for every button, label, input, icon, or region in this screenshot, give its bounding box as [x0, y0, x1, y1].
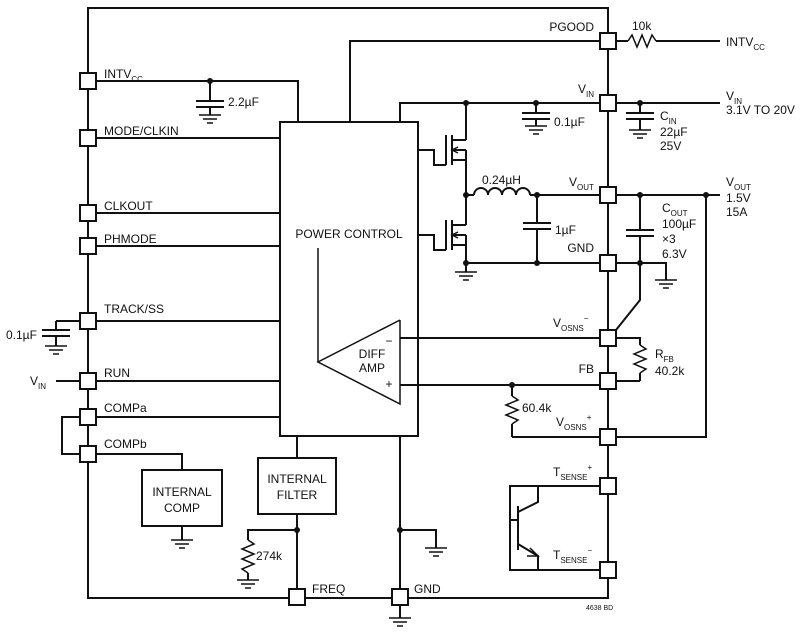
cin-value-1: 22µF	[660, 125, 688, 139]
pin-run-label: RUN	[104, 366, 130, 380]
pin-phmode-label: PHMODE	[104, 232, 157, 246]
pin-vin-label: VIN	[578, 82, 594, 99]
rfb-label: RFB	[655, 347, 674, 364]
cout-value-2: ×3	[662, 232, 676, 246]
run-vin-label: VIN	[30, 374, 46, 391]
diff-amp-minus-sign: −	[385, 334, 392, 348]
pin-tsense-minus: TSENSE−	[553, 546, 617, 579]
internal-comp-label-1: INTERNAL	[152, 485, 212, 499]
cout-value-3: 6.3V	[662, 247, 687, 261]
diff-amp-plus-sign: +	[385, 377, 392, 391]
internal-filter-block	[257, 457, 337, 515]
pin-phmode: PHMODE	[79, 232, 157, 255]
pin-gnd-right: GND	[567, 241, 617, 272]
vout-out-value-2: 15A	[726, 205, 747, 219]
pgood-res-label: 10k	[632, 19, 652, 33]
diff-amp-triangle	[316, 319, 401, 406]
pin-vosns-plus-label: VOSNS+	[556, 413, 592, 432]
pin-vout-label: VOUT	[569, 175, 594, 192]
cout-label: COUT	[662, 201, 688, 218]
pin-vosns-minus-label: VOSNS−	[553, 314, 589, 333]
vin-range-label: 3.1V TO 20V	[726, 103, 795, 117]
pin-clkout-label: CLKOUT	[104, 199, 153, 213]
intvcc-cap-label: 2.2µF	[228, 95, 259, 109]
internal-filter-label-2: FILTER	[277, 488, 318, 502]
power-control-label: POWER CONTROL	[295, 227, 403, 241]
pin-freq-label: FREQ	[312, 582, 345, 596]
internal-filter-label-1: INTERNAL	[267, 472, 327, 486]
pin-clkout: CLKOUT	[79, 199, 153, 222]
figure-id: 4638 BD	[586, 605, 613, 612]
cin-label: CIN	[660, 109, 677, 126]
rfb-value: 40.2k	[655, 364, 685, 378]
pin-intvcc: INTVCC	[79, 67, 143, 90]
inductor-label: 0.24µH	[482, 173, 521, 187]
vin-cap-label: 0.1µF	[554, 115, 585, 129]
pin-fb-label: FB	[579, 362, 594, 376]
pin-tsense-plus: TSENSE+	[553, 463, 617, 495]
freq-res-label: 274k	[256, 549, 283, 563]
module-outline	[87, 7, 609, 599]
vout-cap-label: 1µF	[555, 223, 576, 237]
pin-tsense-plus-label: TSENSE+	[553, 463, 592, 482]
pin-vin: VIN	[578, 82, 617, 112]
pin-compa: COMPa	[79, 401, 147, 426]
cin-value-2: 25V	[660, 139, 681, 153]
track-cap-label: 0.1µF	[6, 328, 37, 342]
vin-in-label: VIN	[726, 89, 742, 106]
pin-compb: COMPb	[79, 437, 147, 463]
pin-compb-label: COMPb	[104, 437, 147, 451]
vout-out-value-1: 1.5V	[726, 191, 751, 205]
pin-pgood: PGOOD	[549, 20, 617, 50]
pin-tsense-minus-label: TSENSE−	[553, 546, 592, 565]
pin-track-ss: TRACK/SS	[79, 302, 164, 330]
pin-fb: FB	[579, 362, 617, 390]
intvcc-out-label: INTVCC	[726, 35, 765, 52]
vout-out-label: VOUT	[726, 175, 751, 192]
pin-intvcc-label: INTVCC	[104, 67, 143, 84]
diff-amp-label-2: AMP	[359, 361, 385, 375]
pin-compa-label: COMPa	[104, 401, 147, 415]
pin-freq: FREQ	[288, 582, 345, 606]
cout-value-1: 100µF	[662, 217, 696, 231]
pin-mode-clkin: MODE/CLKIN	[79, 124, 179, 147]
pin-pgood-label: PGOOD	[549, 20, 594, 34]
pin-gnd-bottom-label: GND	[414, 582, 441, 596]
pin-mode-clkin-label: MODE/CLKIN	[104, 124, 179, 138]
pin-vosns-minus: VOSNS−	[553, 314, 617, 347]
pin-track-ss-label: TRACK/SS	[104, 302, 164, 316]
pin-gnd-right-label: GND	[567, 241, 594, 255]
diff-amp-label-1: DIFF	[359, 347, 386, 361]
internal-comp-block	[141, 469, 223, 527]
r604-label: 60.4k	[522, 401, 552, 415]
internal-comp-label-2: COMP	[164, 501, 200, 515]
